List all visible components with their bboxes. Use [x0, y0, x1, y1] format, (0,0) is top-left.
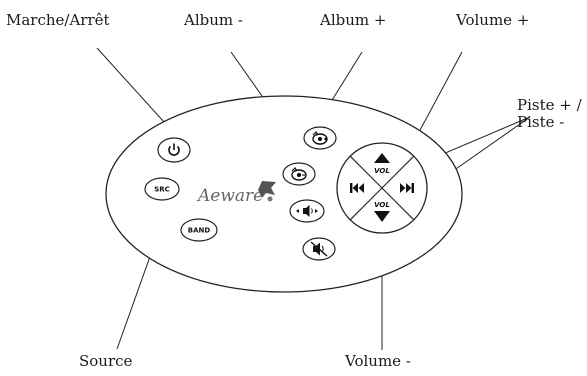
next-track-icon [400, 183, 414, 193]
nav-dividers [349, 155, 415, 221]
label-album-plus: Album + [320, 11, 387, 29]
power-icon [168, 143, 180, 156]
brand-wordmark: Aeware [196, 186, 263, 206]
vol-down-button[interactable]: VOL [350, 188, 414, 233]
triangle-up-icon [374, 153, 390, 163]
speaker-volume-button[interactable] [289, 199, 325, 223]
label-volume-plus: Volume + [456, 11, 530, 29]
speaker-volume-icon [296, 205, 318, 217]
mute-button[interactable] [302, 237, 336, 261]
label-volume-minus: Volume - [345, 352, 411, 370]
label-track-line2: Piste - [517, 113, 565, 131]
src-button-label: SRC [154, 186, 170, 194]
prev-track-button[interactable] [337, 156, 382, 220]
band-button[interactable]: BAND [180, 218, 218, 242]
album-plus-icon [312, 131, 328, 145]
album-minus-icon [291, 167, 307, 181]
triangle-down-icon [374, 211, 390, 222]
vol-up-button[interactable]: VOL [350, 143, 414, 188]
album-plus-button[interactable] [303, 126, 337, 150]
album-minus-button[interactable] [282, 162, 316, 186]
label-power: Marche/Arrêt [6, 11, 110, 29]
next-track-button[interactable] [382, 156, 427, 220]
label-track-line1: Piste + / [517, 96, 582, 114]
power-button[interactable] [157, 137, 191, 163]
mute-icon [310, 241, 328, 257]
label-album-minus: Album - [184, 11, 243, 29]
label-source: Source [79, 352, 133, 370]
src-button[interactable]: SRC [144, 177, 180, 201]
aeware-logo-icon [258, 181, 276, 202]
vol-down-label: VOL [374, 201, 390, 209]
band-button-label: BAND [188, 227, 211, 235]
leader-line-power [96, 47, 175, 134]
prev-track-icon [350, 183, 364, 193]
vol-up-label: VOL [374, 167, 390, 175]
